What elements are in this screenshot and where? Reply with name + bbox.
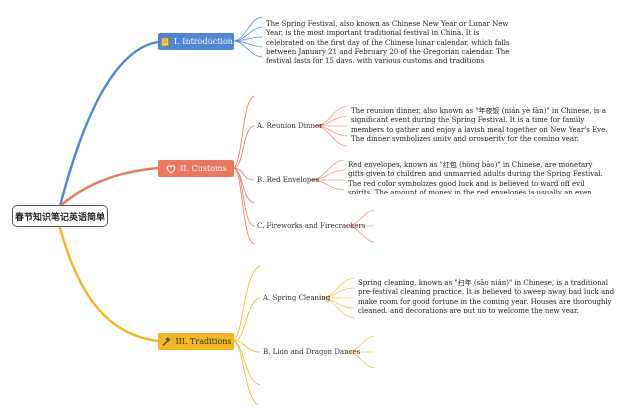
topic-label: I. Introduction: [174, 37, 233, 46]
topic-label: II. Customs: [180, 164, 227, 173]
note-reunion-dinner: The reunion dinner, also known as "年夜饭 (…: [351, 107, 608, 141]
branch-intro: [58, 40, 160, 208]
subtopic-spring-cleaning[interactable]: A. Spring Cleaning: [263, 294, 331, 302]
topic-introduction[interactable]: I. Introduction: [158, 33, 234, 50]
note-introduction: The Spring Festival, also known as Chine…: [266, 20, 510, 63]
topic-customs[interactable]: II. Customs: [158, 160, 234, 177]
note-red-envelopes: Red envelopes, known as "红包 (hóng bāo)" …: [348, 161, 603, 194]
subtopic-red-envelopes[interactable]: B. Red Envelopes: [257, 176, 320, 184]
root-label: 春节知识笔记英语简单: [14, 212, 105, 223]
branch-customs: [58, 166, 160, 208]
topic-label: III. Traditions: [175, 337, 232, 346]
branch-traditions: [58, 226, 160, 343]
hammer-icon: [160, 336, 171, 347]
subtopic-lion-dragon-dances[interactable]: B. Lion and Dragon Dances: [263, 348, 361, 356]
heart-icon: [165, 163, 176, 174]
root-topic[interactable]: 春节知识笔记英语简单: [12, 205, 108, 227]
subtopic-fireworks[interactable]: C. Fireworks and Firecrackers: [257, 222, 366, 230]
subtopic-reunion-dinner[interactable]: A. Reunion Dinner: [257, 122, 323, 130]
book-icon: [159, 36, 170, 47]
topic-traditions[interactable]: III. Traditions: [158, 333, 234, 350]
note-spring-cleaning: Spring cleaning, known as "扫年 (sǎo nián)…: [358, 279, 615, 313]
